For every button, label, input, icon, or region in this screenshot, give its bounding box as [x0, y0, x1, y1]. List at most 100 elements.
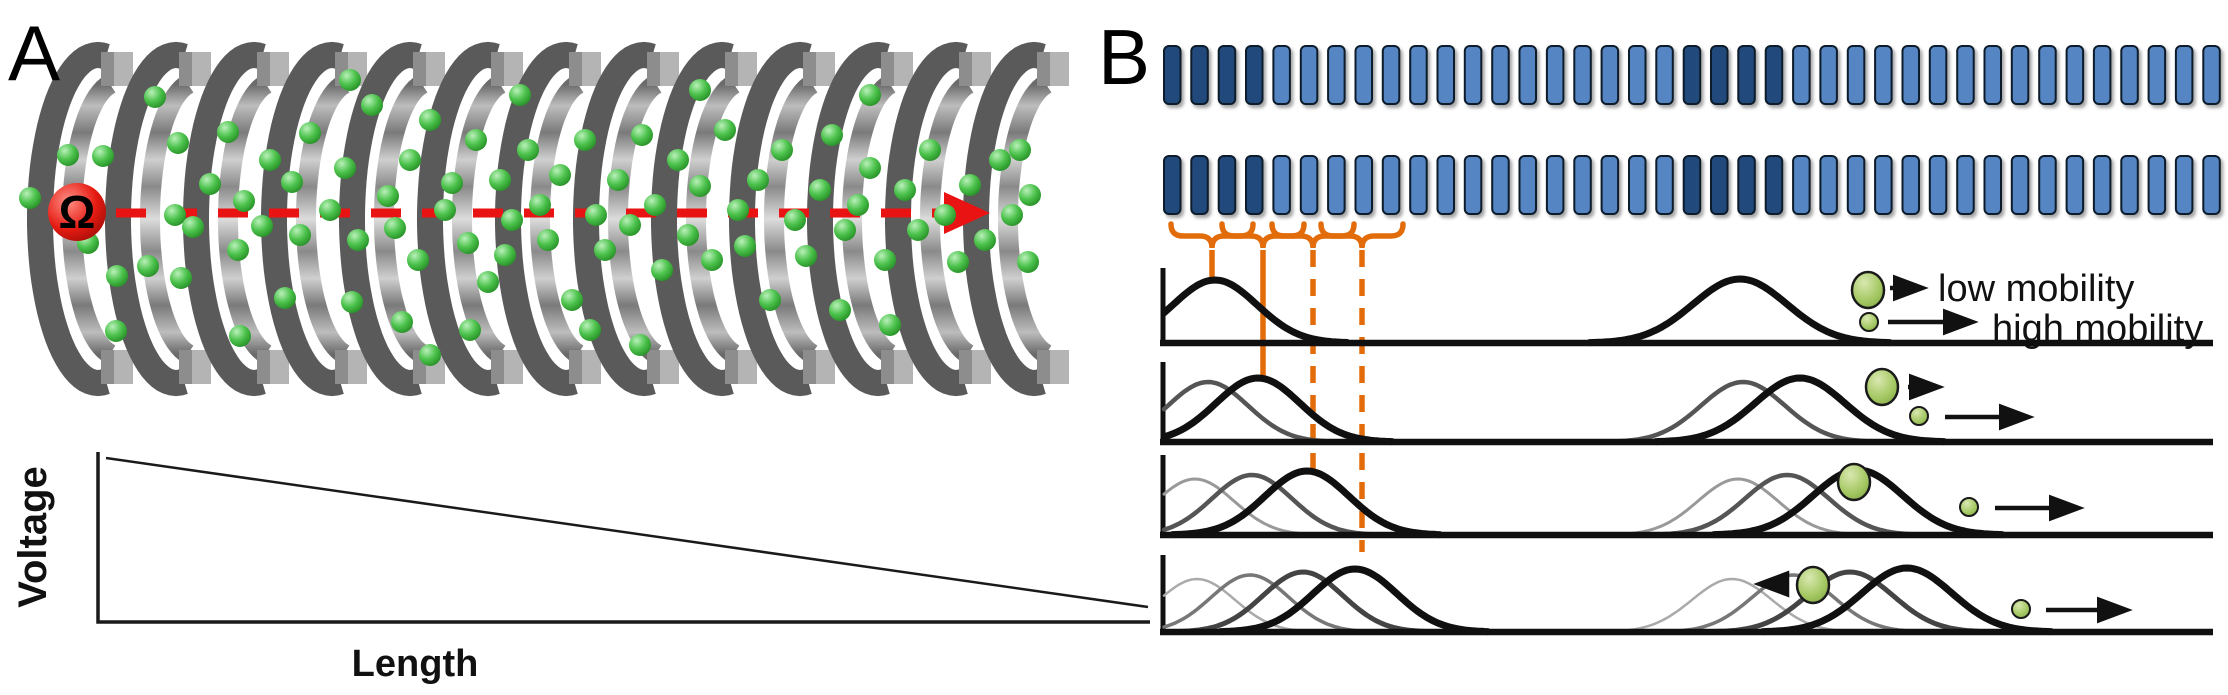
- ring-cap-side: [816, 350, 835, 384]
- ring-cap-front: [725, 350, 738, 384]
- low-mobility-label: low mobility: [1938, 268, 2134, 310]
- ion-beam-arrowhead: [944, 192, 990, 234]
- wave-packet-previous: [1650, 472, 1922, 537]
- ring-electrode: [261, 41, 344, 397]
- ion-sphere: [747, 169, 769, 191]
- ion-sphere: [795, 245, 817, 267]
- ring-cap-front: [1037, 52, 1050, 86]
- ion-sphere: [384, 217, 406, 239]
- ring-cap-front: [179, 350, 192, 384]
- ring-inner-surface: [919, 75, 974, 363]
- ring-cap-side: [738, 52, 757, 86]
- electrode: [1655, 45, 1674, 105]
- ion-beam: [116, 192, 990, 234]
- ion-sphere: [465, 129, 487, 151]
- ion-sphere: [441, 172, 463, 194]
- ring-cap-front: [101, 52, 114, 86]
- low-mobility-ion: [1850, 270, 1886, 310]
- ring-cap-side: [426, 52, 445, 86]
- ring-cap-side: [738, 350, 757, 384]
- ring-cap-side: [192, 350, 211, 384]
- electrode: [1792, 155, 1811, 215]
- ring-cap-front: [569, 350, 582, 384]
- voltage-length-plot: Voltage Length: [11, 452, 1150, 685]
- electrode-high: [1163, 155, 1182, 215]
- ion-sphere: [509, 84, 531, 106]
- ring-inner-surface: [685, 75, 740, 363]
- electrode: [1354, 155, 1373, 215]
- ion-sphere: [229, 325, 251, 347]
- electrode: [1409, 155, 1428, 215]
- ring-cap-side: [894, 52, 913, 86]
- wave-brace: [1318, 221, 1406, 249]
- ion-sphere: [549, 164, 571, 186]
- ring-cap-front: [647, 52, 660, 86]
- ring-electrode: [27, 41, 110, 397]
- high-mobility-ion: [1909, 406, 1929, 426]
- ring-electrode: [885, 41, 968, 397]
- ion-sphere: [859, 84, 881, 106]
- wave-packet-current: [1169, 467, 1444, 539]
- precursor-ion-group: Ω: [48, 183, 106, 241]
- electrode-high: [1682, 155, 1702, 215]
- wave-packet-current: [1217, 565, 1492, 636]
- electrode: [1956, 45, 1975, 105]
- ion-sphere: [391, 311, 413, 333]
- ion-sphere: [809, 179, 831, 201]
- ion-sphere: [714, 119, 736, 141]
- ion-sphere: [594, 239, 616, 261]
- ion-sphere: [501, 209, 523, 231]
- ion-sphere: [834, 219, 856, 241]
- electrode: [1600, 45, 1620, 105]
- ion-sphere: [106, 265, 128, 287]
- ion-sphere: [689, 79, 711, 101]
- electrode: [1983, 45, 2002, 105]
- electrode: [1792, 45, 1811, 105]
- ion-sphere: [19, 187, 41, 209]
- ion-sphere: [959, 174, 981, 196]
- electrode: [2010, 45, 2030, 105]
- ring-cap-front: [101, 350, 114, 384]
- ion-sphere: [759, 289, 781, 311]
- ring-cap-front: [179, 52, 192, 86]
- electrode-high: [1737, 155, 1756, 215]
- ring-inner-surface: [841, 75, 896, 363]
- ion-sphere: [919, 139, 941, 161]
- ring-cap-front: [881, 350, 894, 384]
- ion-sphere: [399, 149, 421, 171]
- ion-sphere: [347, 229, 369, 251]
- electrode-high: [1682, 45, 1702, 105]
- ion-sphere: [644, 194, 666, 216]
- electrode-high: [1217, 45, 1237, 105]
- wave-packet-previous: [1161, 472, 1383, 537]
- ion-sphere: [289, 224, 311, 246]
- ring-cap-side: [114, 350, 133, 384]
- electrode: [1436, 45, 1455, 105]
- panel-b-label: B: [1098, 13, 1150, 101]
- ion-sphere: [784, 209, 806, 231]
- ring-cap-side: [972, 350, 991, 384]
- low-mobility-ion: [1864, 367, 1900, 407]
- electrode-high: [1710, 45, 1729, 105]
- ion-sphere: [771, 139, 793, 161]
- electrode: [2202, 45, 2221, 105]
- electrode: [1518, 155, 1537, 215]
- ion-sphere: [419, 109, 441, 131]
- wave-packet-current: [1759, 564, 2055, 636]
- ring-cap-side: [582, 52, 601, 86]
- high-mobility-ion: [2011, 599, 2031, 619]
- ion-sphere: [989, 149, 1011, 171]
- ion-sphere: [233, 190, 255, 212]
- ion-sphere: [339, 69, 361, 91]
- ion-sphere: [907, 219, 929, 241]
- ion-sphere: [894, 179, 916, 201]
- ring-cap-side: [504, 52, 523, 86]
- electrode: [1874, 155, 1893, 215]
- ion-sphere: [689, 175, 711, 197]
- ion-sphere: [727, 199, 749, 221]
- electrode: [1573, 155, 1592, 215]
- electrode: [1573, 45, 1592, 105]
- voltage-axis-label: Voltage: [11, 466, 55, 608]
- ion-sphere: [170, 267, 192, 289]
- ion-sphere: [829, 299, 851, 321]
